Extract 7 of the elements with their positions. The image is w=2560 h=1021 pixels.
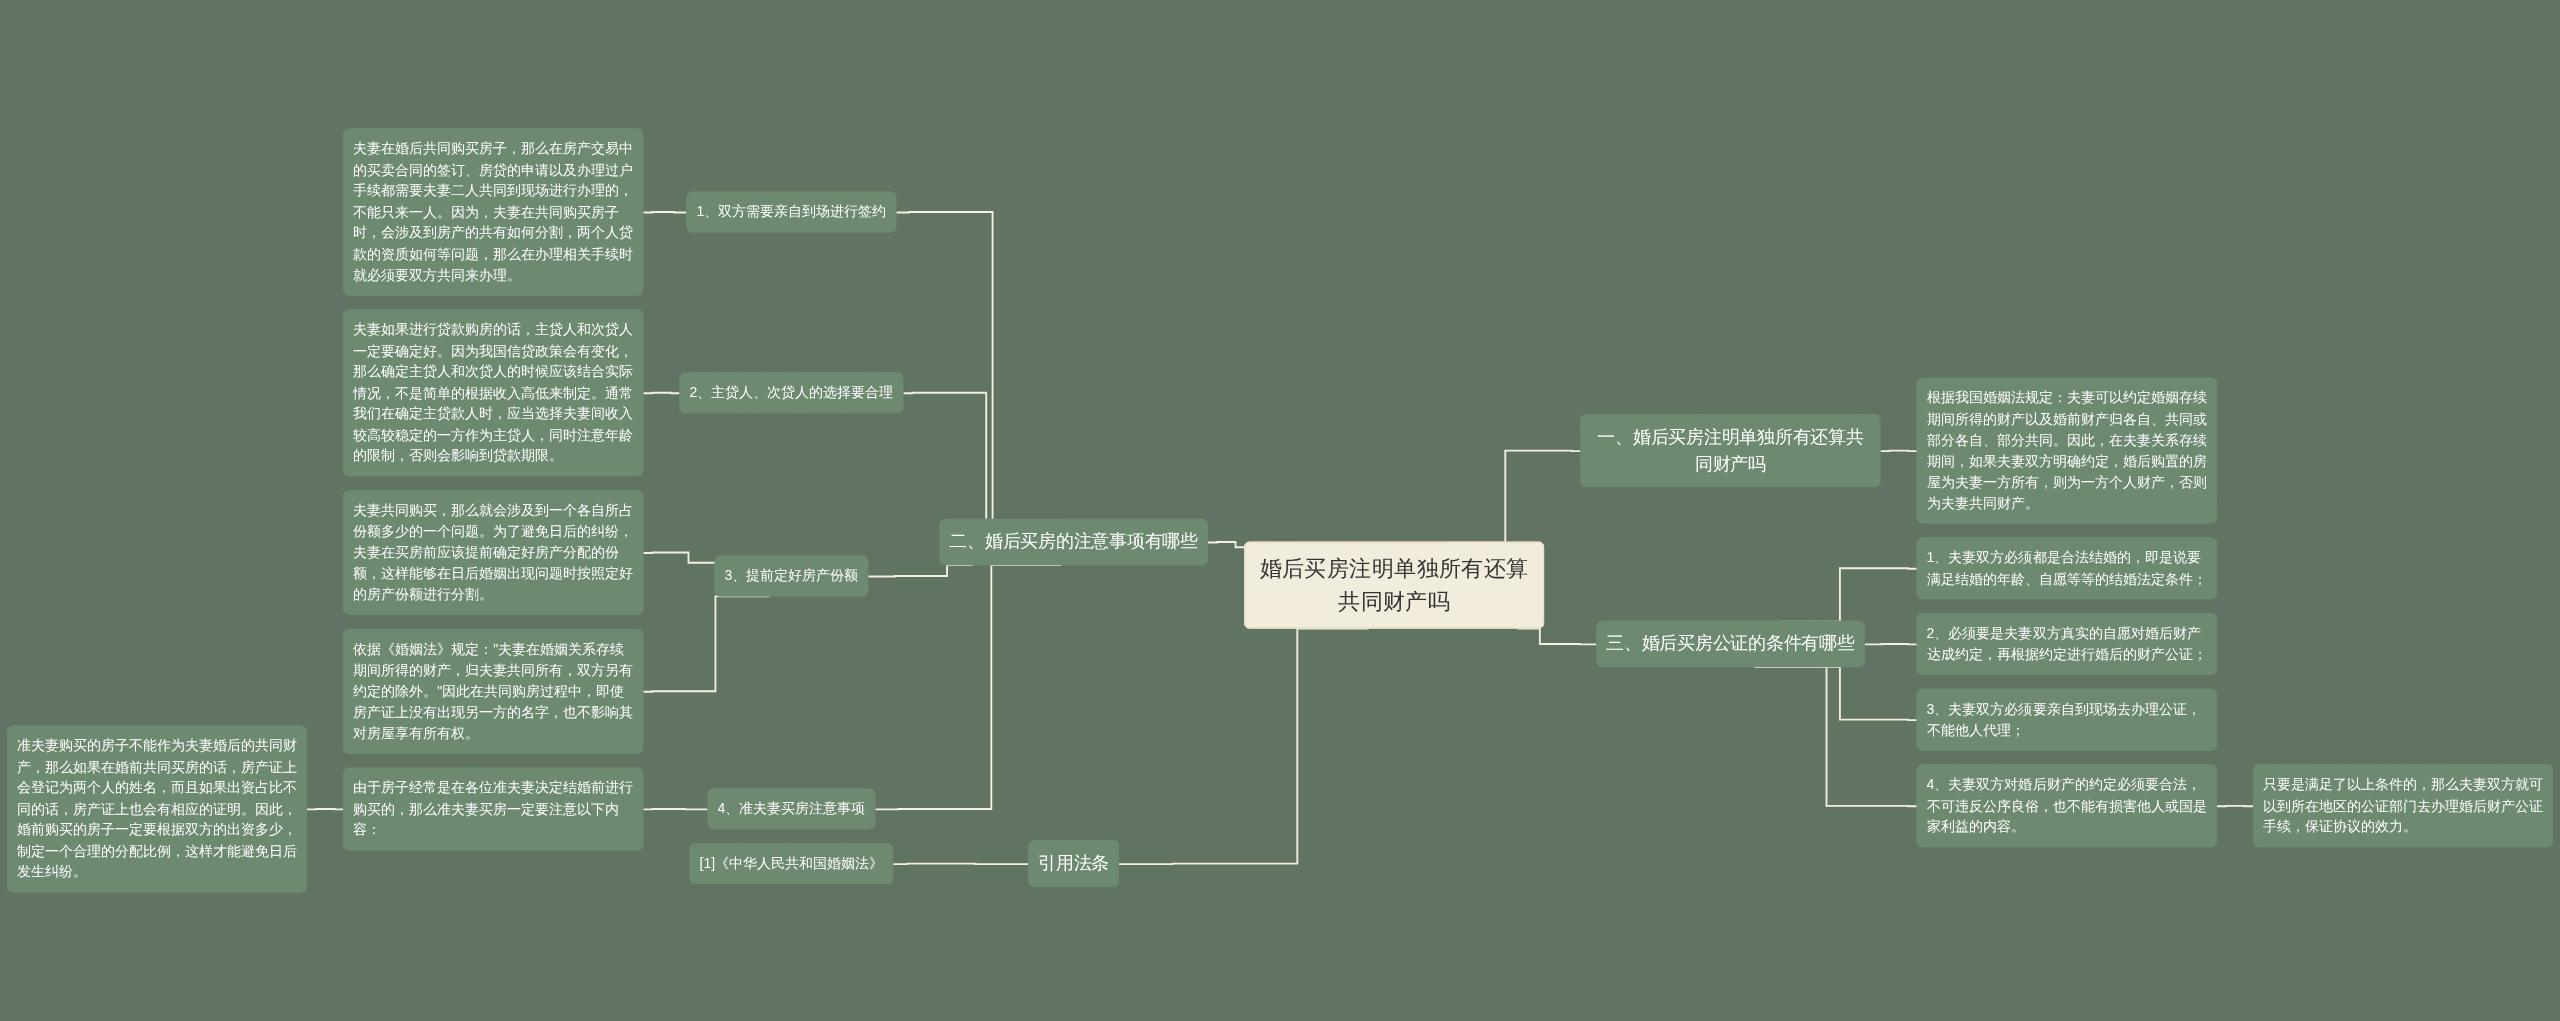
connector (642, 551, 717, 564)
connector (642, 211, 689, 214)
connector (642, 808, 710, 811)
connector (1879, 449, 1919, 452)
connector (642, 391, 682, 395)
connector (1863, 643, 1919, 646)
connector (2215, 804, 2255, 808)
